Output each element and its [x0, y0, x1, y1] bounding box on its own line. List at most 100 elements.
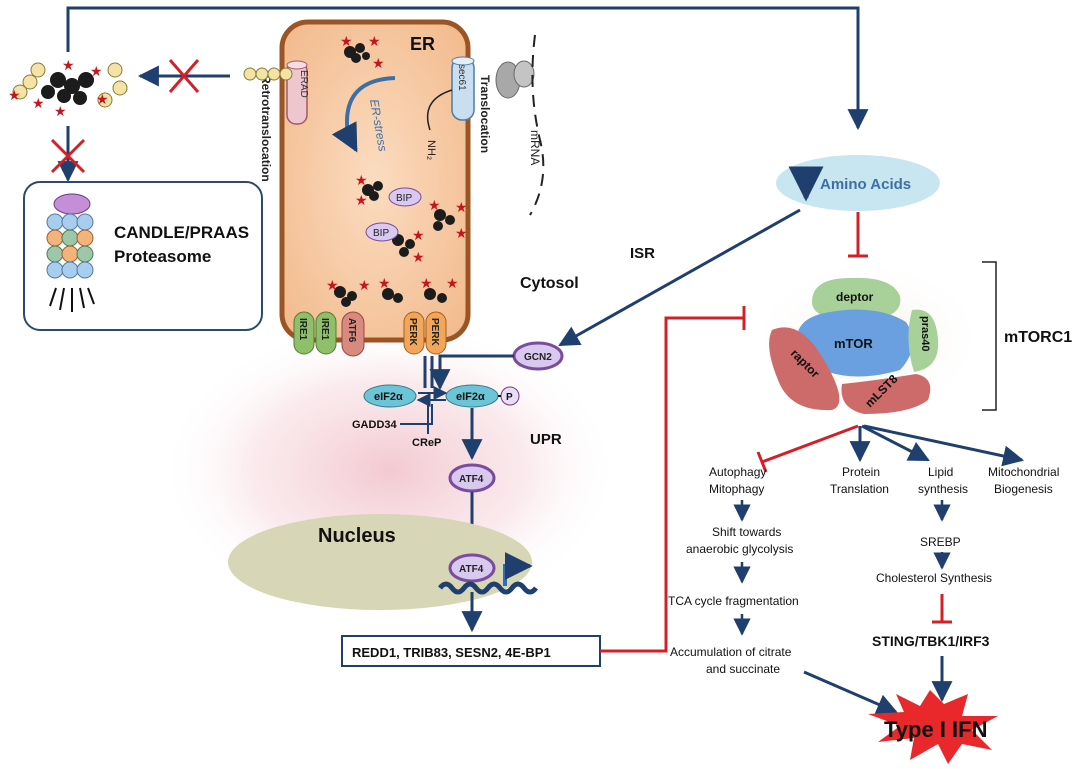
- er-stress-arrow: [331, 76, 396, 153]
- blocked-x-mark: [168, 59, 200, 93]
- svg-text:★: ★: [368, 33, 381, 49]
- ubiquitin-chain: [243, 67, 293, 81]
- eif2a-node: [363, 384, 417, 408]
- svg-text:★: ★: [54, 103, 67, 119]
- misfolded-protein-cluster: ★ ★ ★: [340, 33, 385, 71]
- cytosol-label: Cytosol: [520, 275, 579, 292]
- transcription-start-icon: [503, 552, 533, 586]
- cholesterol-label: Cholesterol Synthesis: [876, 571, 992, 585]
- target-genes-box: [341, 635, 601, 667]
- svg-text:★: ★: [96, 91, 109, 107]
- svg-text:PERK: PERK: [429, 318, 440, 347]
- succinate-label: and succinate: [706, 662, 780, 676]
- protein-label: Protein: [842, 465, 880, 479]
- proteasome-label: Proteasome: [114, 247, 211, 266]
- pras40-label: pras40: [919, 316, 931, 351]
- svg-text:BIP: BIP: [373, 228, 389, 239]
- erad-label: ERAD: [298, 70, 309, 98]
- shift-label: Shift towards: [712, 525, 781, 539]
- svg-text:ATF4: ATF4: [459, 474, 484, 485]
- svg-text:ATF6: ATF6: [346, 318, 357, 343]
- biogenesis-label: Biogenesis: [994, 482, 1053, 496]
- autophagy-inhibition: [761, 424, 859, 464]
- proteasome-icon: [46, 193, 95, 312]
- mrna-strand: [529, 34, 545, 216]
- feedback-arrow: [66, 6, 869, 131]
- mtorc1-bracket: [982, 261, 997, 411]
- ire1-sensor: IRE1: [315, 311, 337, 355]
- bip-chaperone: BIP: [388, 187, 422, 207]
- misfolded-protein-cluster: ★: [378, 275, 403, 303]
- svg-text:★: ★: [8, 87, 21, 103]
- blocked-x-mark: [50, 138, 86, 174]
- svg-text:eIF2α: eIF2α: [456, 391, 485, 403]
- nucleus: [228, 514, 532, 610]
- misfolded-protein-cluster: ★★: [420, 275, 459, 303]
- bip-chaperone: BIP: [365, 222, 399, 242]
- mitochondrial-label: Mitochondrial: [988, 465, 1059, 479]
- er-compartment: [279, 19, 471, 343]
- svg-text:P: P: [506, 392, 513, 403]
- er-label: ER: [410, 34, 435, 54]
- atf6-sensor: ATF6: [341, 311, 365, 357]
- ifn-burst: [868, 690, 998, 764]
- svg-text:★: ★: [420, 275, 433, 291]
- deptor-label: deptor: [836, 290, 874, 304]
- svg-text:IRE1: IRE1: [297, 318, 308, 341]
- misfolded-protein-cluster: ★★: [355, 172, 383, 208]
- mrna-label: mRNA: [528, 130, 542, 165]
- sec61-label: sec61: [456, 64, 467, 91]
- svg-text:★: ★: [372, 55, 385, 71]
- svg-text:★: ★: [428, 197, 441, 213]
- lipid-synthesis-arrow: [861, 424, 930, 462]
- svg-text:★: ★: [455, 225, 468, 241]
- upr-label: UPR: [530, 431, 562, 448]
- crep-label: CReP: [412, 437, 441, 449]
- accumulation-label: Accumulation of citrate: [670, 645, 792, 659]
- ire1-sensor: IRE1: [293, 311, 315, 355]
- mtor-label: mTOR: [834, 336, 873, 351]
- svg-text:IRE1: IRE1: [319, 318, 330, 341]
- svg-text:BIP: BIP: [396, 193, 412, 204]
- autophagy-label: Autophagy: [709, 465, 766, 479]
- svg-text:★: ★: [340, 33, 353, 49]
- svg-text:★: ★: [32, 95, 45, 111]
- nascent-peptide: [426, 89, 453, 131]
- synthesis-label: synthesis: [918, 482, 968, 496]
- ribosome: [495, 60, 535, 99]
- svg-text:PERK: PERK: [407, 318, 418, 347]
- svg-text:★: ★: [446, 275, 459, 291]
- nucleus-label: Nucleus: [318, 525, 396, 547]
- svg-text:★: ★: [455, 199, 468, 215]
- svg-text:★: ★: [412, 227, 425, 243]
- mitophagy-label: Mitophagy: [709, 482, 764, 496]
- perk-sensor: PERK: [403, 311, 425, 355]
- svg-text:★: ★: [412, 249, 425, 265]
- gcn2-arrow: [429, 354, 514, 391]
- svg-text:★: ★: [378, 275, 391, 291]
- target-genes-label: REDD1, TRIB83, SESN2, 4E-BP1: [352, 645, 551, 660]
- atf4-nuclear-node: [448, 553, 496, 583]
- mtorc1-inhibition-line: [600, 316, 744, 653]
- svg-text:★: ★: [355, 172, 368, 188]
- svg-text:ATF4: ATF4: [459, 564, 484, 575]
- isr-label: ISR: [630, 245, 655, 262]
- gcn2-label: GCN2: [524, 352, 552, 363]
- svg-text:★: ★: [355, 192, 368, 208]
- mitochondrial-biogenesis-arrow: [863, 424, 1025, 467]
- mtorc1-complex: deptor mTOR pras40 raptor mLST8: [769, 277, 939, 414]
- gadd34-label: GADD34: [352, 419, 398, 431]
- candle-praas-label: CANDLE/PRAAS: [114, 223, 249, 242]
- isr-arrow: [558, 208, 801, 347]
- lipid-label: Lipid: [928, 465, 953, 479]
- tca-label: TCA cycle fragmentation: [668, 594, 799, 608]
- metabolite-to-ifn-arrow: [803, 670, 898, 715]
- svg-text:★: ★: [358, 277, 371, 293]
- svg-text:★: ★: [90, 63, 103, 79]
- misfolded-protein-cluster: ★★: [392, 227, 425, 265]
- translocation-label: Translocation: [478, 75, 492, 153]
- nh2-label: NH₂: [425, 140, 437, 160]
- glycolysis-label: anaerobic glycolysis: [686, 542, 793, 556]
